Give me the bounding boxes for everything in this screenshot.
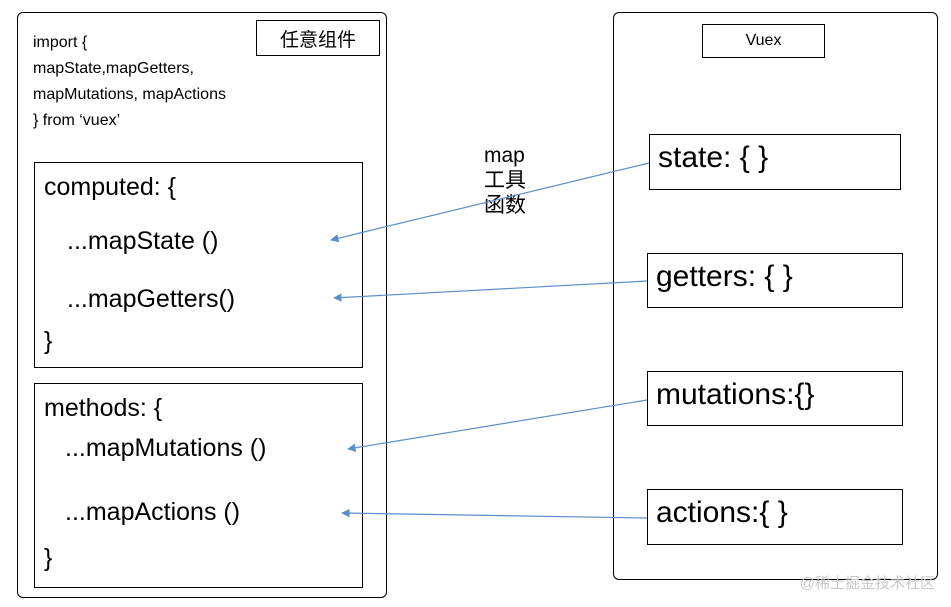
vuex-actions-box: actions:{ }: [647, 489, 903, 545]
map-mutations-call: ...mapMutations (): [65, 434, 267, 462]
vuex-mutations-box: mutations:{}: [647, 371, 903, 426]
computed-block: computed: { ...mapState () ...mapGetters…: [34, 162, 363, 368]
import-line-4: } from ‘vuex’: [33, 112, 121, 129]
methods-close: }: [44, 544, 53, 572]
vuex-title-text: Vuex: [745, 32, 782, 49]
methods-open: methods: {: [44, 394, 163, 422]
computed-close: }: [44, 327, 53, 355]
watermark-text: @稀土掘金技术社区: [799, 575, 935, 592]
vuex-title: Vuex: [702, 24, 825, 58]
import-line-3: mapMutations, mapActions: [33, 86, 226, 103]
vuex-getters-label: getters: { }: [656, 260, 793, 293]
component-title-text: 任意组件: [279, 29, 356, 51]
import-statement: import { mapState,mapGetters, mapMutatio…: [33, 30, 226, 134]
map-label-line-3: 函数: [484, 194, 526, 217]
methods-block: methods: { ...mapMutations () ...mapActi…: [34, 383, 363, 588]
import-line-1: import {: [33, 34, 88, 51]
import-line-2: mapState,mapGetters,: [33, 60, 194, 77]
map-state-call: ...mapState (): [67, 227, 219, 255]
vuex-state-box: state: { }: [649, 134, 901, 190]
vuex-state-label: state: { }: [658, 141, 769, 174]
vuex-actions-label: actions:{ }: [656, 496, 788, 529]
component-title: 任意组件: [256, 20, 380, 56]
map-actions-call: ...mapActions (): [65, 498, 241, 526]
map-label-line-1: map: [484, 144, 525, 167]
arrow-actions-to-mapactions: [341, 508, 648, 519]
arrow-mutations-to-mapmutations: [347, 399, 648, 452]
map-label-line-2: 工具: [484, 169, 526, 192]
vuex-mutations-label: mutations:{}: [656, 378, 815, 411]
map-getters-call: ...mapGetters(): [67, 285, 236, 313]
arrow-state-to-mapstate: [330, 162, 650, 243]
map-helper-label: map 工具 函数: [484, 143, 544, 218]
vuex-getters-box: getters: { }: [647, 253, 903, 308]
arrow-getters-to-mapgetters: [333, 280, 648, 302]
computed-open: computed: {: [44, 173, 177, 201]
